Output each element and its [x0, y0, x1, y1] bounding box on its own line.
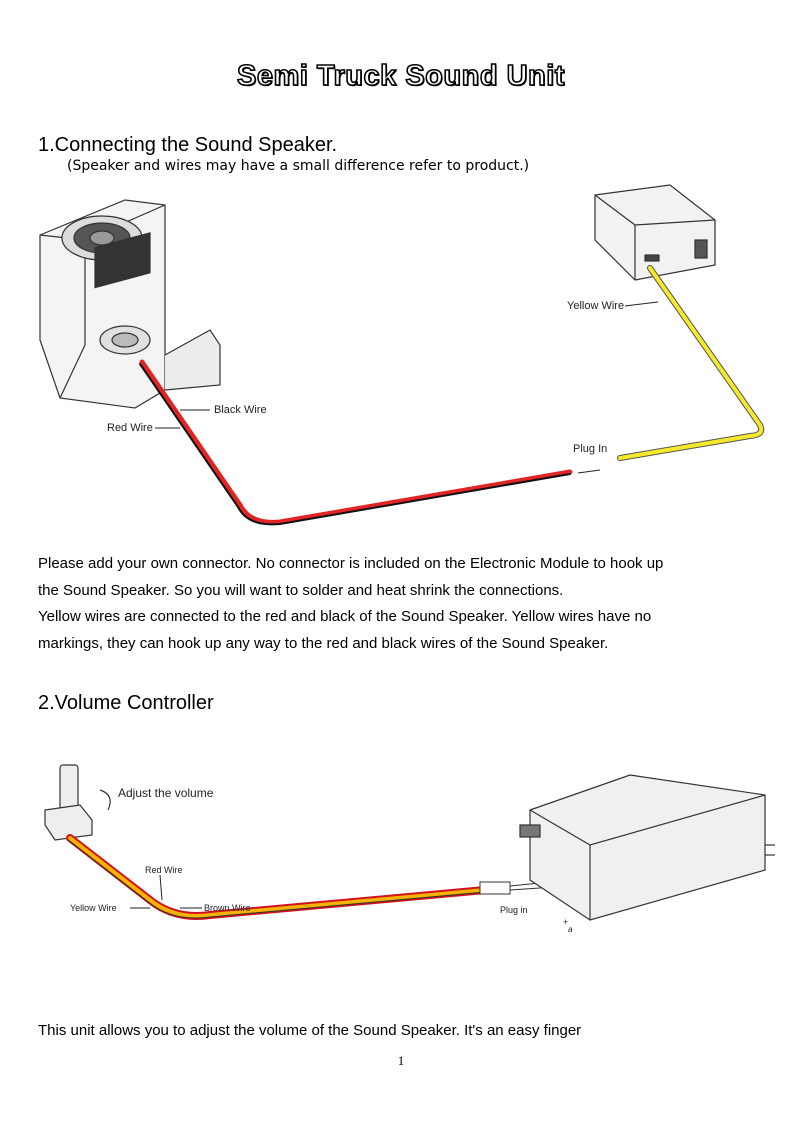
- paragraph-line: This unit allows you to adjust the volum…: [38, 1022, 582, 1039]
- paragraph-line: markings, they can hook up any way to th…: [38, 634, 609, 652]
- section-2-paragraph: This unit allows you to adjust the volum…: [38, 1018, 738, 1045]
- volume-controller-figure: Adjust the volume Red Wire Yellow Wire B…: [44, 764, 775, 934]
- speaker-wire: [139, 359, 573, 526]
- label-yellow-wire: Yellow Wire: [567, 300, 624, 312]
- paragraph-line: Yellow wires are connected to the red an…: [38, 608, 652, 625]
- section-2-heading: 2.Volume Controller: [38, 692, 214, 714]
- page-number: 1: [397, 1053, 405, 1068]
- section-1-heading: 1.Connecting the Sound Speaker.: [38, 134, 338, 156]
- label-plug-in: Plug In: [573, 443, 607, 455]
- paragraph-line: the Sound Speaker. So you will want to s…: [38, 581, 564, 599]
- label-a: a: [568, 925, 573, 934]
- label-yellow-wire: Yellow Wire: [70, 903, 117, 913]
- electronic-module-illustration: [519, 774, 775, 921]
- label-brown-wire: Brown Wire: [204, 903, 251, 913]
- label-black-wire: Black Wire: [214, 404, 267, 416]
- speaker-wiring-figure: Yellow Wire Black Wire Red Wire Plug In: [39, 184, 765, 526]
- paragraph-line: Please add your own connector. No connec…: [38, 555, 664, 572]
- electronic-module-illustration: [594, 184, 716, 281]
- label-plus: +: [563, 917, 568, 927]
- yellow-wire: [617, 265, 765, 461]
- plug-connector: [479, 881, 511, 895]
- rotate-arrow-icon: [99, 789, 111, 811]
- sound-speaker-illustration: [39, 199, 221, 409]
- label-red-wire: Red Wire: [145, 865, 183, 875]
- label-red-wire: Red Wire: [107, 422, 153, 434]
- section-1-paragraph: Please add your own connector. No connec…: [38, 551, 738, 657]
- page-title: Semi Truck Sound Unit: [236, 59, 565, 93]
- label-adjust-volume: Adjust the volume: [118, 786, 214, 800]
- volume-knob-illustration: [44, 764, 93, 841]
- label-plug-in: Plug in: [500, 905, 528, 915]
- section-1-note: (Speaker and wires may have a small diff…: [67, 158, 530, 174]
- volume-wire: [66, 834, 489, 920]
